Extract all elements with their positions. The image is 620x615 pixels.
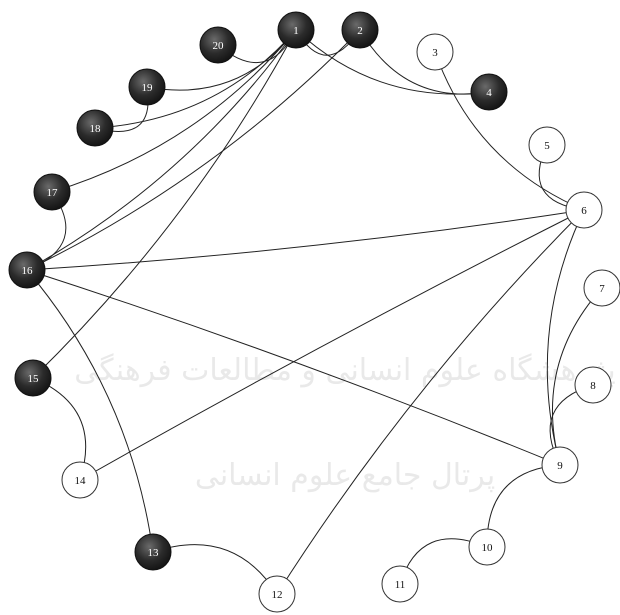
node-19-circle <box>128 68 166 106</box>
node-14-label: 14 <box>75 475 87 487</box>
node-17-circle <box>33 173 71 211</box>
node-13-label: 13 <box>148 547 160 559</box>
node-13: 13 <box>134 533 172 571</box>
node-3-circle <box>416 33 454 71</box>
node-16-label: 16 <box>22 265 34 277</box>
node-3: 3 <box>416 33 454 71</box>
node-7-circle <box>583 269 620 307</box>
edge-3-6 <box>434 51 585 211</box>
node-15-circle <box>14 359 52 397</box>
edge-1-18 <box>94 29 297 129</box>
edge-2-16 <box>26 29 361 271</box>
node-1-circle <box>277 11 315 49</box>
edges <box>26 29 603 595</box>
node-4-label: 4 <box>486 87 492 99</box>
edge-16-13 <box>26 269 154 553</box>
node-15: 15 <box>14 359 52 397</box>
node-13-circle <box>134 533 172 571</box>
node-4: 4 <box>470 73 508 111</box>
node-19-label: 19 <box>142 82 154 94</box>
node-9-label: 9 <box>557 460 563 472</box>
node-10-label: 10 <box>482 542 494 554</box>
edge-13-12 <box>152 544 278 595</box>
node-1: 1 <box>277 11 315 49</box>
node-6-label: 6 <box>581 205 587 217</box>
edge-6-16 <box>26 209 585 271</box>
node-5-circle <box>528 126 566 164</box>
node-8: 8 <box>574 366 612 404</box>
node-18-label: 18 <box>90 123 102 135</box>
node-17-label: 17 <box>47 187 59 199</box>
node-18-circle <box>76 109 114 147</box>
node-19: 19 <box>128 68 166 106</box>
node-12-label: 12 <box>272 589 283 601</box>
node-5-label: 5 <box>544 140 550 152</box>
node-9-circle <box>541 446 579 484</box>
edge-1-16 <box>26 29 297 271</box>
edge-6-9 <box>546 209 585 466</box>
node-6-circle <box>565 191 603 229</box>
node-10: 10 <box>468 528 506 566</box>
edge-6-12 <box>276 209 585 595</box>
node-2: 2 <box>341 11 379 49</box>
node-11-label: 11 <box>395 579 406 591</box>
node-11-circle <box>381 565 419 603</box>
node-14-circle <box>61 461 99 499</box>
edge-7-9 <box>551 287 603 466</box>
node-3-label: 3 <box>432 47 438 59</box>
node-18: 18 <box>76 109 114 147</box>
watermark: پژوهشگاه علوم انسانی و مطالعات فرهنگی پر… <box>74 353 616 493</box>
node-7: 7 <box>583 269 620 307</box>
node-12: 12 <box>258 575 296 613</box>
node-17: 17 <box>33 173 71 211</box>
node-15-label: 15 <box>28 373 40 385</box>
edge-1-4 <box>295 29 490 95</box>
watermark-line-2: پرتال جامع علوم انسانی <box>195 458 495 493</box>
edge-2-4 <box>359 29 490 95</box>
edge-6-14 <box>79 209 585 481</box>
node-2-label: 2 <box>357 25 363 37</box>
node-7-label: 7 <box>599 283 605 295</box>
node-20-label: 20 <box>213 40 225 52</box>
watermark-line-1: پژوهشگاه علوم انسانی و مطالعات فرهنگی <box>74 353 616 388</box>
node-16: 16 <box>8 251 46 289</box>
node-4-circle <box>470 73 508 111</box>
node-12-circle <box>258 575 296 613</box>
node-14: 14 <box>61 461 99 499</box>
edge-16-9 <box>26 269 561 466</box>
node-20: 20 <box>199 26 237 64</box>
node-16-circle <box>8 251 46 289</box>
node-6: 6 <box>565 191 603 229</box>
node-8-circle <box>574 366 612 404</box>
node-20-circle <box>199 26 237 64</box>
node-10-circle <box>468 528 506 566</box>
node-1-label: 1 <box>293 25 299 37</box>
node-9: 9 <box>541 446 579 484</box>
node-5: 5 <box>528 126 566 164</box>
node-2-circle <box>341 11 379 49</box>
node-11: 11 <box>381 565 419 603</box>
node-8-label: 8 <box>590 380 596 392</box>
